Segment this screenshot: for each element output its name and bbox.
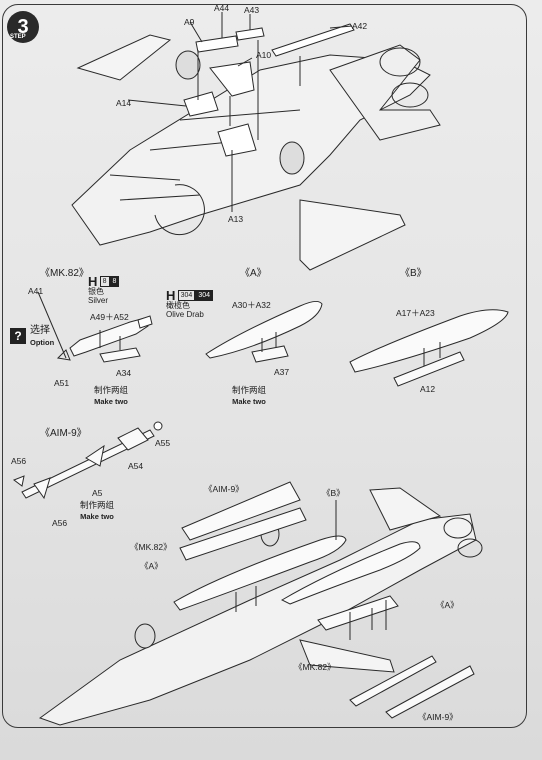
- part-label-a44: A44: [214, 3, 230, 13]
- paint-olive-en: Olive Drab: [166, 310, 204, 319]
- aim9-make-en: Make two: [80, 512, 114, 521]
- part-label-a13: A13: [228, 214, 244, 224]
- part-label-a34: A34: [116, 368, 132, 378]
- paint-silver-code2: 8: [109, 276, 120, 287]
- option-en: Option: [30, 338, 55, 347]
- aim9-make-two: 制作两组 Make two: [80, 500, 114, 522]
- part-label-a51: A51: [54, 378, 70, 388]
- part-label-a56-top: A56: [11, 456, 27, 466]
- part-label-a43: A43: [244, 5, 260, 15]
- mk82-diagram: [37, 291, 153, 363]
- b-tank-diagram: [349, 309, 509, 387]
- bottom-label-b: 《B》: [322, 488, 345, 498]
- part-label-a55: A55: [155, 438, 171, 448]
- mk82-title: 《MK.82》: [40, 268, 89, 279]
- paint-olive-code1: 304: [177, 290, 196, 301]
- aim9-make-cn: 制作两组: [80, 500, 115, 510]
- step-number: 3: [17, 16, 28, 38]
- paint-silver-h: H: [88, 274, 98, 289]
- aim9-diagram: [12, 421, 163, 500]
- bottom-label-mk82-bottom: 《MK.82》: [294, 662, 336, 672]
- paint-silver-en: Silver: [88, 296, 109, 305]
- part-label-a10: A10: [256, 50, 272, 60]
- part-label-a12: A12: [420, 384, 436, 394]
- top-aircraft-diagram: [71, 12, 441, 271]
- part-label-a14: A14: [116, 98, 132, 108]
- part-label-a5: A5: [92, 488, 103, 498]
- mk82-make-cn: 制作两组: [94, 385, 129, 395]
- part-label-a56-bottom: A56: [52, 518, 68, 528]
- option-cn: 选择: [30, 325, 50, 336]
- a-tank-make-cn: 制作两组: [232, 385, 267, 395]
- a-tank-make-two: 制作两组 Make two: [232, 385, 266, 407]
- paint-silver-code1: 8: [99, 276, 110, 287]
- part-label-a49-a52: A49＋A52: [90, 312, 129, 322]
- option-icon: ?: [10, 328, 26, 344]
- step-badge: 3: [7, 11, 39, 43]
- a-tank-title: 《A》: [240, 268, 267, 279]
- mk82-make-en: Make two: [94, 397, 128, 406]
- bottom-label-mk82-left: 《MK.82》: [130, 542, 172, 552]
- paint-olive-cn: 橄榄色: [166, 301, 190, 310]
- bottom-label-aim9-bottom: 《AIM-9》: [418, 712, 458, 722]
- b-tank-title: 《B》: [400, 268, 427, 279]
- part-label-a17-a23: A17＋A23: [396, 308, 435, 318]
- bottom-label-a-right: 《A》: [436, 600, 459, 610]
- bottom-label-aim9-top: 《AIM-9》: [204, 484, 244, 494]
- part-label-a30-a32: A30＋A32: [232, 300, 271, 310]
- aim9-title: 《AIM-9》: [40, 428, 87, 439]
- mk82-make-two: 制作两组 Make two: [94, 385, 128, 407]
- paint-olive-code2: 304: [195, 290, 213, 301]
- paint-olive-h: H: [166, 288, 176, 303]
- step-label: STEP: [10, 34, 26, 40]
- a-tank-make-en: Make two: [232, 397, 266, 406]
- bottom-aircraft-diagram: [38, 481, 483, 726]
- part-label-a54: A54: [128, 461, 144, 471]
- part-label-a9: A9: [184, 17, 195, 27]
- paint-silver-cn: 银色: [88, 287, 104, 296]
- a-tank-diagram: [205, 300, 323, 363]
- part-label-a41: A41: [28, 286, 44, 296]
- page-border: [2, 4, 527, 728]
- part-label-a37: A37: [274, 367, 290, 377]
- bottom-label-a-left: 《A》: [140, 561, 163, 571]
- part-label-a42: A42: [352, 21, 368, 31]
